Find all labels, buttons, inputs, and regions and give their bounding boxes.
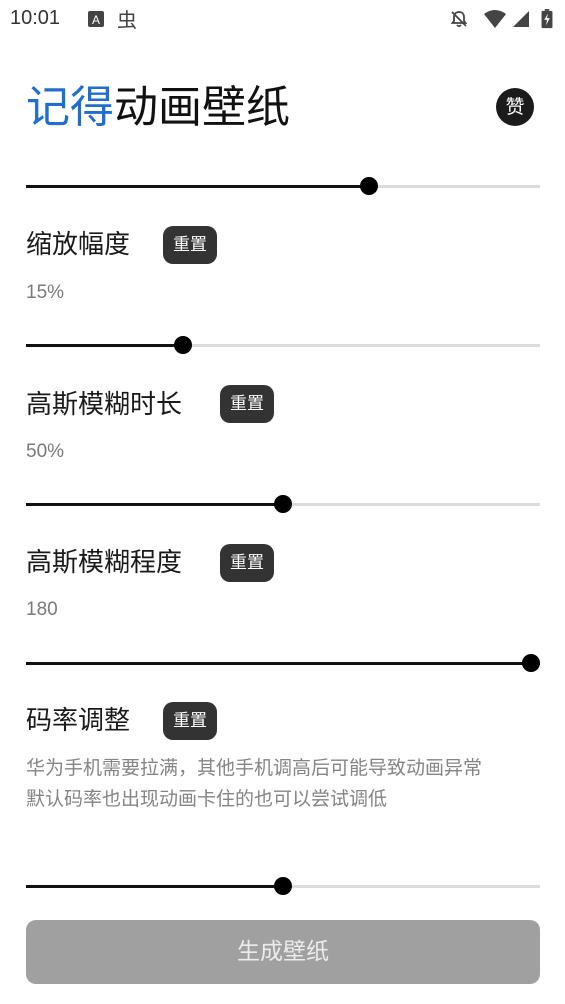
bitrate-reset-button[interactable]: 重置 xyxy=(163,702,217,740)
signal-icon xyxy=(513,11,529,27)
status-bar: 10:01 A 虫 xyxy=(0,0,565,40)
zoom-range-slider[interactable] xyxy=(26,333,540,357)
slider-fill xyxy=(26,185,369,188)
status-time: 10:01 xyxy=(10,7,61,29)
blur-level-reset-button[interactable]: 重置 xyxy=(220,544,274,582)
bitrate-label: 码率调整 xyxy=(26,706,131,736)
wifi-icon xyxy=(484,10,506,28)
zoom-range-reset-button[interactable]: 重置 xyxy=(163,226,217,264)
blur-duration-slider[interactable] xyxy=(26,492,540,516)
slider-fill xyxy=(26,885,283,888)
blur-duration-reset-button[interactable]: 重置 xyxy=(220,385,274,423)
slider-fill xyxy=(26,503,283,506)
slider-thumb[interactable] xyxy=(174,336,192,354)
top-slider[interactable] xyxy=(26,174,540,198)
slider-fill xyxy=(26,344,183,347)
slider-thumb[interactable] xyxy=(522,654,540,672)
slider-thumb[interactable] xyxy=(274,495,292,513)
battery-charging-icon xyxy=(541,9,553,29)
blur-level-label: 高斯模糊程度 xyxy=(26,548,183,578)
svg-text:虫: 虫 xyxy=(117,8,137,31)
blur-level-value: 180 xyxy=(26,599,58,620)
bitrate-description: 华为手机需要拉满，其他手机调高后可能导致动画异常 默认码率也出现动画卡住的也可以… xyxy=(26,757,483,810)
blur-duration-value: 50% xyxy=(26,441,65,462)
slider-track xyxy=(26,344,540,347)
title-rest: 动画壁纸 xyxy=(114,82,290,133)
like-button[interactable]: 赞 xyxy=(496,88,534,126)
slider-thumb[interactable] xyxy=(360,177,378,195)
generate-wallpaper-button[interactable]: 生成壁纸 xyxy=(26,920,540,984)
a-notification-icon: A xyxy=(88,11,104,27)
svg-text:A: A xyxy=(92,13,100,27)
zoom-range-value: 15% xyxy=(26,282,65,303)
blur-duration-label: 高斯模糊时长 xyxy=(26,390,183,420)
slider-thumb[interactable] xyxy=(274,877,292,895)
app-notification-icon: 虫 xyxy=(117,8,137,31)
title-accent: 记得 xyxy=(26,82,114,133)
bitrate-slider[interactable] xyxy=(26,874,540,898)
slider-fill xyxy=(26,662,540,665)
page-title: 记得动画壁纸 xyxy=(26,80,290,136)
blur-level-slider[interactable] xyxy=(26,651,540,675)
bell-off-icon xyxy=(450,11,468,28)
zoom-range-label: 缩放幅度 xyxy=(26,230,131,260)
